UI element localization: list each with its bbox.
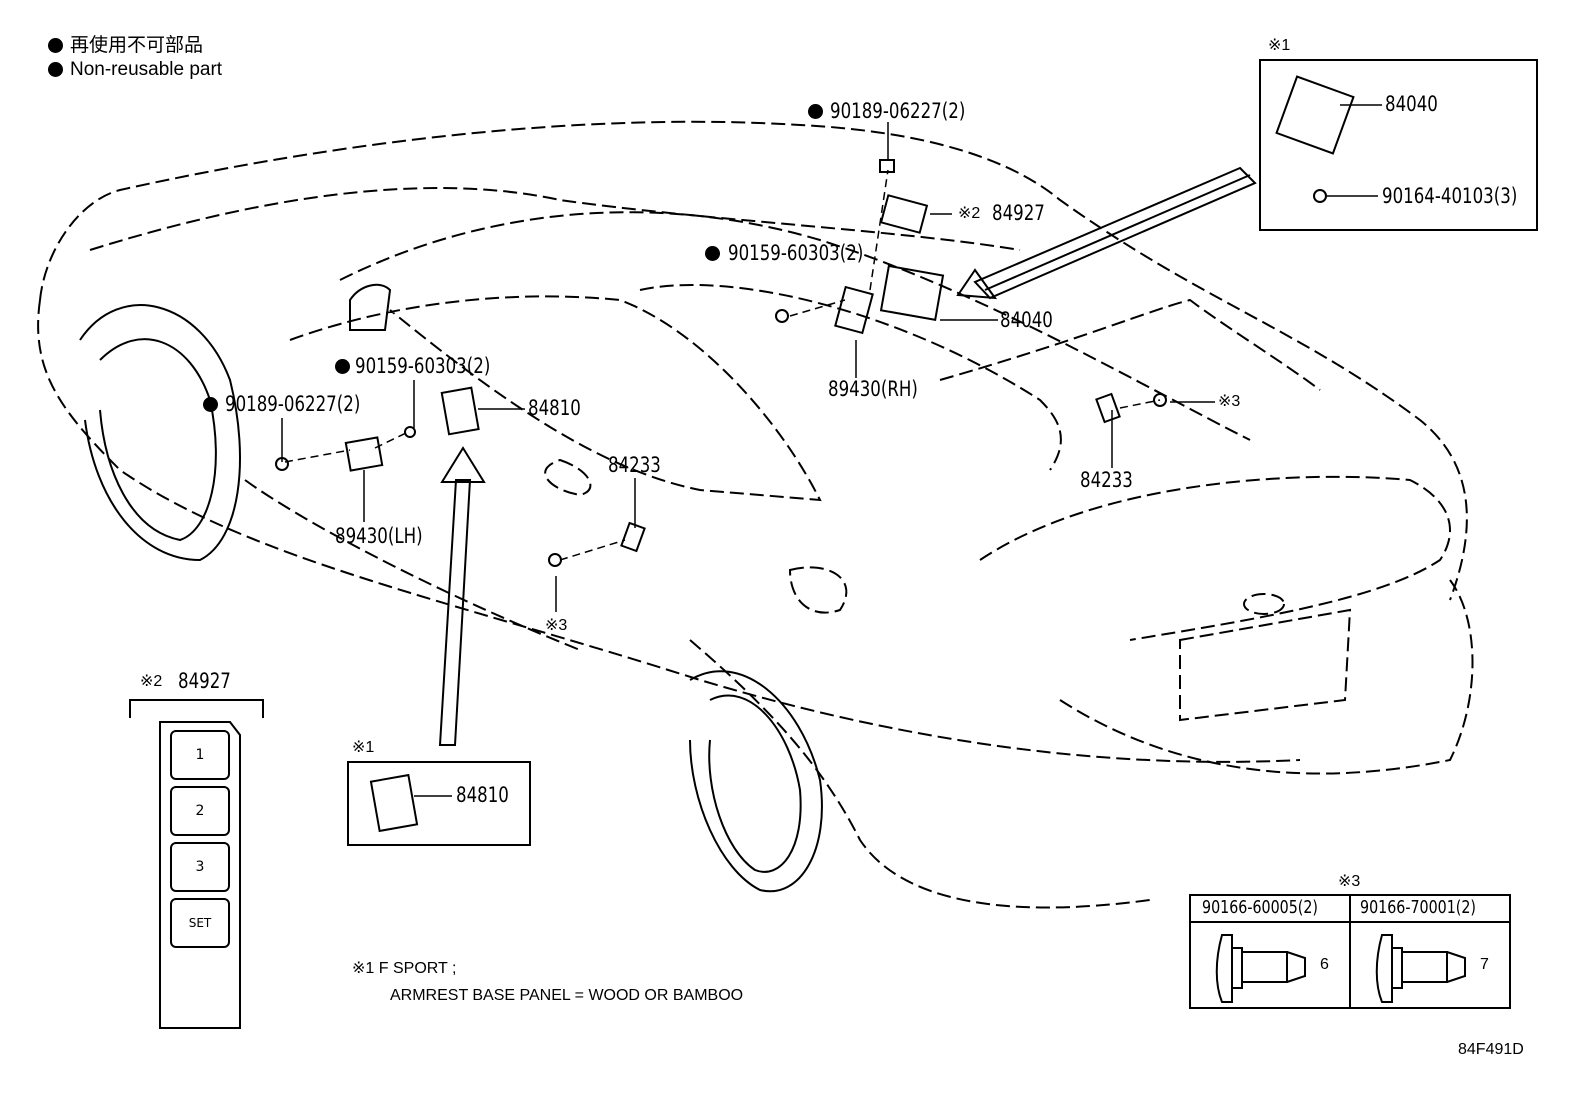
inset-box-84810 xyxy=(347,761,531,846)
memory-button-set: SET xyxy=(170,898,230,948)
clip-dimension-2: 7 xyxy=(1480,956,1489,973)
callout-90159-60303-rh[interactable]: 90159-60303(2) xyxy=(728,241,864,265)
inset-callout-90164-40103[interactable]: 90164-40103(3) xyxy=(1382,184,1518,208)
callout-90189-06227-lh[interactable]: 90189-06227(2) xyxy=(225,392,361,416)
car-body-outline xyxy=(37,120,1474,909)
footnote-line2: ARMREST BASE PANEL = WOOD OR BAMBOO xyxy=(390,987,744,1004)
wheels xyxy=(79,283,823,893)
inset-callout-84810[interactable]: 84810 xyxy=(456,783,509,807)
arrow-to-84040 xyxy=(984,174,1251,291)
inset-ref-2: ※2 xyxy=(140,673,163,690)
callout-84233-lh[interactable]: 84233 xyxy=(608,453,661,477)
non-reusable-marker-icon xyxy=(335,359,350,374)
bracket-84927 xyxy=(129,699,264,718)
non-reusable-marker-icon xyxy=(705,246,720,261)
inset-callout-84927[interactable]: 84927 xyxy=(178,669,231,693)
inset-ref-1-84810: ※1 xyxy=(352,739,375,756)
memory-button-2: 2 xyxy=(170,786,230,836)
non-reusable-marker-icon xyxy=(808,104,823,119)
inset-box-84040 xyxy=(1259,59,1538,231)
callout-90159-60303-lh[interactable]: 90159-60303(2) xyxy=(355,354,491,378)
memory-button-3: 3 xyxy=(170,842,230,892)
ref-mark-2: ※2 xyxy=(958,205,981,222)
callout-89430-lh[interactable]: 89430(LH) xyxy=(335,524,423,548)
callout-84810[interactable]: 84810 xyxy=(528,396,581,420)
callout-89430-rh[interactable]: 89430(RH) xyxy=(828,377,918,401)
leader-lines xyxy=(281,104,1382,797)
switch-panel xyxy=(159,721,241,1029)
memory-buttons: 1 2 3 SET xyxy=(170,730,230,948)
arrow-to-84810 xyxy=(438,479,472,746)
legend-en: Non-reusable part xyxy=(70,59,223,80)
footnote-line1: ※1 F SPORT ; xyxy=(352,960,457,977)
ref-mark-3-rh: ※3 xyxy=(1218,393,1241,410)
non-reusable-marker-icon xyxy=(203,397,218,412)
callout-84040[interactable]: 84040 xyxy=(1000,308,1053,332)
clip-table-part-1[interactable]: 90166-60005(2) xyxy=(1202,897,1318,918)
legend-jp: 再使用不可部品 xyxy=(70,35,204,56)
memory-button-1: 1 xyxy=(170,730,230,780)
clip-table-ref: ※3 xyxy=(1338,873,1361,890)
inset-callout-84040[interactable]: 84040 xyxy=(1385,92,1438,116)
callout-90189-06227-rh[interactable]: 90189-06227(2) xyxy=(830,99,966,123)
callout-84927[interactable]: 84927 xyxy=(992,201,1045,225)
ref-mark-3-lh: ※3 xyxy=(545,617,568,634)
callout-84233-rh[interactable]: 84233 xyxy=(1080,468,1133,492)
clip-dimension-1: 6 xyxy=(1320,956,1329,973)
non-reusable-marker-icon xyxy=(48,38,63,53)
clip-table-part-2[interactable]: 90166-70001(2) xyxy=(1360,897,1476,918)
clip-drawings xyxy=(1215,934,1466,1003)
non-reusable-marker-icon xyxy=(48,62,63,77)
diagram-code: 84F491D xyxy=(1458,1041,1524,1058)
inset-ref-1: ※1 xyxy=(1268,37,1291,54)
